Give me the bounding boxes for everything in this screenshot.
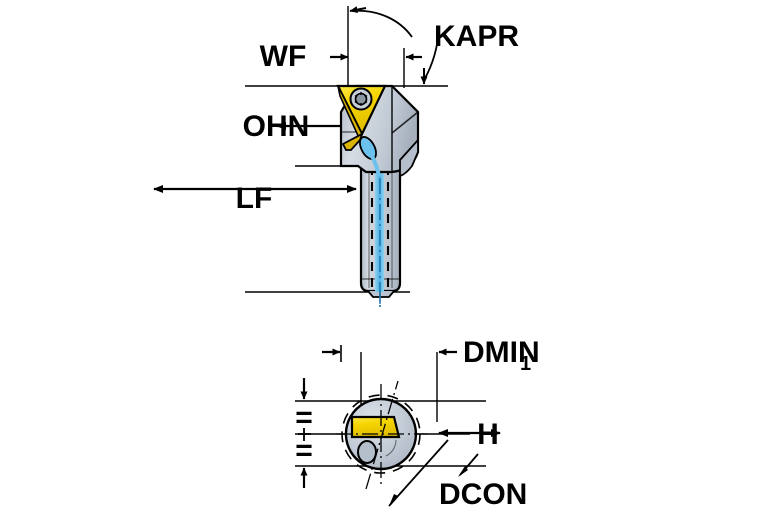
equal-lower-label: = (295, 434, 313, 467)
dcon-leader-line-1 (388, 439, 449, 507)
head-facet-line-2 (391, 111, 419, 134)
section-tilted-centerline (365, 380, 399, 490)
insert-clamp-screw (349, 87, 373, 111)
wf-label: WF (260, 40, 307, 73)
dcon-leader-arrow-2 (458, 466, 468, 477)
triangular-carbide-insert (336, 84, 387, 151)
section-top-width-arrows (322, 345, 342, 362)
dmin-subscript: 1 (520, 353, 531, 375)
dmin-dimension: DMIN 1 (438, 336, 540, 375)
coolant-hole-stream (370, 155, 381, 177)
kapr-lower-arc (423, 26, 440, 81)
kapr-label: KAPR (434, 20, 519, 53)
cross-section-view: DMIN 1 = = H (295, 336, 540, 511)
shank-end-face (367, 290, 395, 298)
lf-label: LF (236, 182, 273, 215)
dcon-dimension: DCON (388, 439, 527, 511)
section-inner-arc (385, 439, 397, 457)
equal-upper-label: = (295, 401, 313, 434)
wf-dimension: WF (260, 40, 349, 73)
kapr-upper-arrow (349, 6, 367, 14)
side-view: WF KAPR OHN LF (153, 6, 519, 308)
section-coolant-hole (357, 440, 377, 464)
dcon-leader-arrow-1 (389, 494, 398, 506)
section-equal-spacing: = = (295, 378, 313, 488)
dmin-label: DMIN (463, 336, 540, 369)
coolant-outlet-hole (359, 136, 381, 177)
lf-dimension: LF (153, 182, 357, 215)
screw-torx-lobes (354, 92, 368, 106)
screw-torx-socket (354, 92, 368, 106)
section-insert (350, 415, 401, 439)
kapr-upper-arc (351, 9, 413, 38)
insert-nose (341, 132, 364, 151)
h-label: H (477, 418, 499, 451)
ohn-label: OHN (243, 110, 310, 143)
dcon-label: DCON (439, 478, 527, 511)
h-dimension: H (438, 418, 501, 451)
shank-cross-section (336, 380, 428, 490)
ohn-dimension: OHN (243, 110, 354, 143)
center-cross-mark (298, 428, 311, 441)
head-shank-blend (399, 137, 419, 178)
kapr-dimension: KAPR (349, 6, 519, 85)
